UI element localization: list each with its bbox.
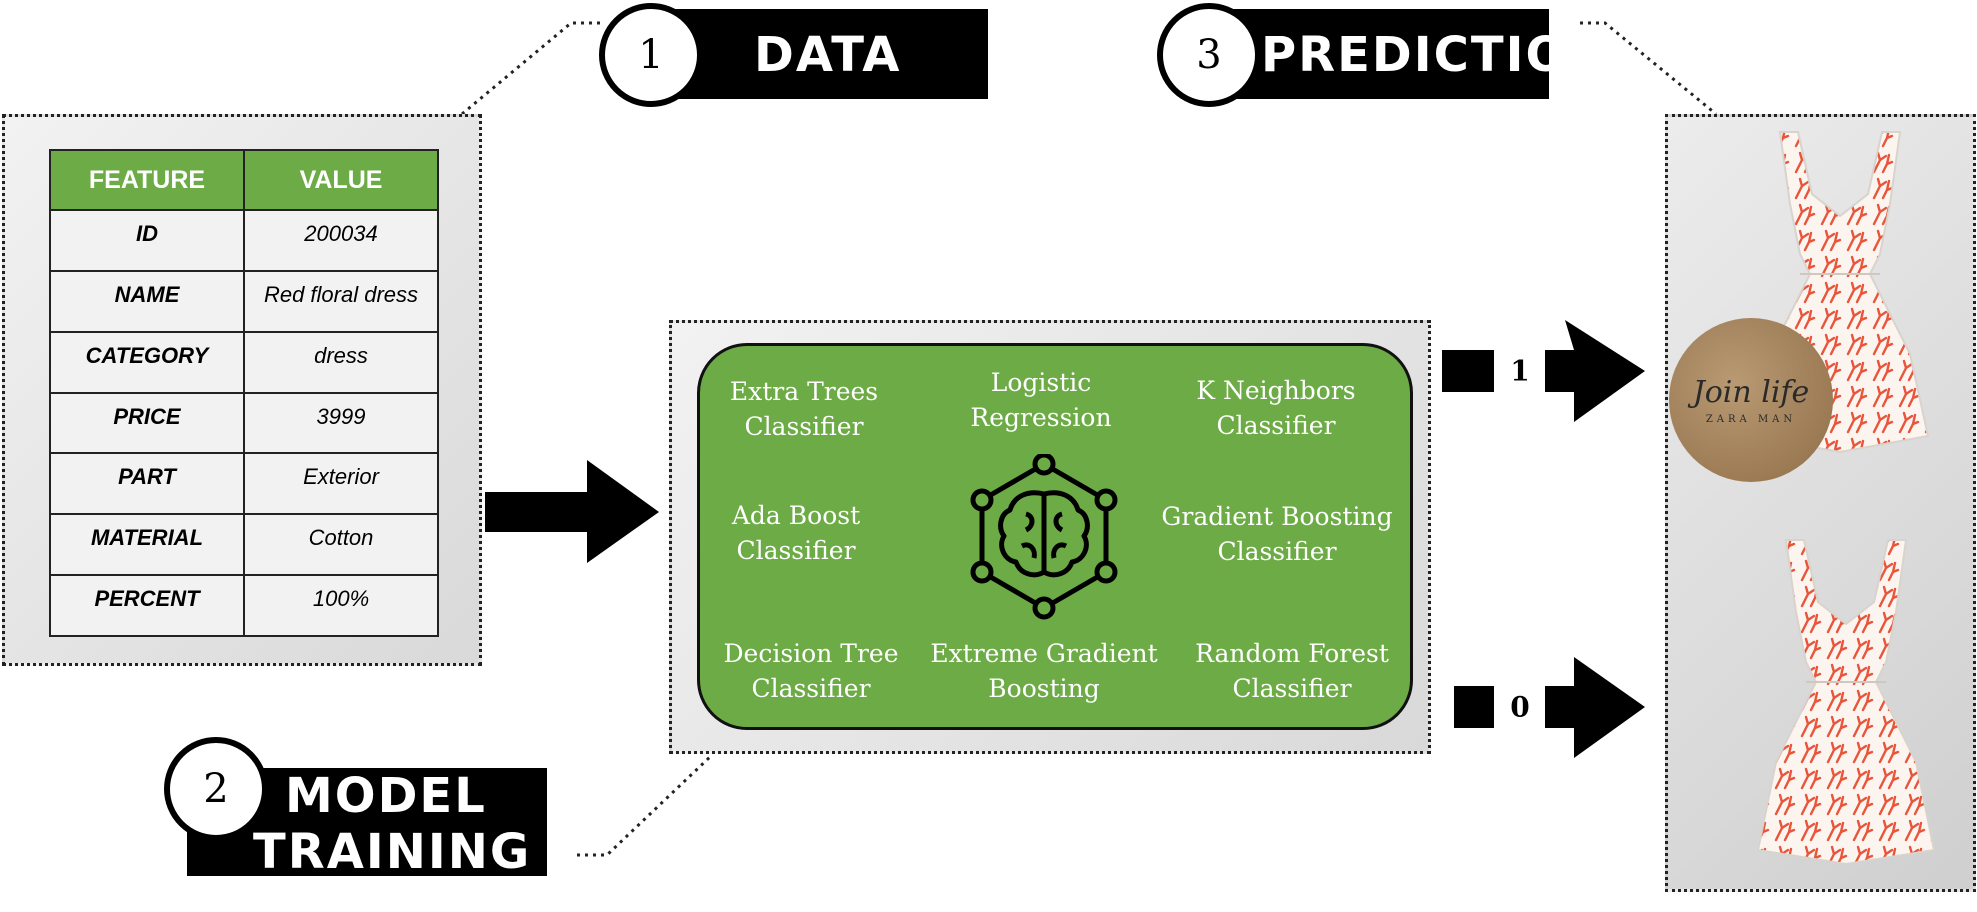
- classifier-line1: Gradient Boosting: [1161, 502, 1393, 531]
- classifier-line1: Ada Boost: [731, 501, 861, 530]
- prediction-arrowhead-0: [1545, 657, 1645, 758]
- classifier-ada-boost: Ada Boost Classifier: [732, 498, 860, 568]
- brain-network-icon: [970, 454, 1118, 620]
- classifier-line1: Decision Tree: [723, 639, 899, 668]
- model-box: Extra Trees Classifier Logistic Regressi…: [697, 343, 1413, 730]
- feature-cell: MATERIAL: [49, 513, 245, 577]
- feature-cell: NAME: [49, 269, 245, 333]
- classifier-line1: Logistic: [990, 368, 1092, 397]
- classifier-line1: K Neighbors: [1196, 376, 1356, 405]
- data-to-model-arrow: [485, 460, 659, 563]
- prediction-connector-line: [1580, 21, 1717, 116]
- header-value: VALUE: [243, 149, 439, 211]
- step-3-circle: 3: [1157, 3, 1261, 107]
- classifier-line2: Classifier: [744, 412, 864, 441]
- classifier-line2: Boosting: [988, 674, 1100, 703]
- step-2-circle: 2: [164, 737, 268, 841]
- step-2-number: 2: [203, 766, 229, 812]
- value-cell: 3999: [243, 391, 439, 455]
- join-life-tag: Join life ZARA MAN: [1669, 318, 1833, 482]
- step-2-label-line1: MODEL: [285, 768, 487, 824]
- classifier-gradient-boosting: Gradient Boosting Classifier: [1161, 499, 1392, 569]
- step-2-bar: MODEL TRAINING: [187, 768, 547, 880]
- training-connector-line: [577, 753, 714, 857]
- prediction-arrow-0: [1454, 686, 1494, 728]
- step-1-bar: DATA: [641, 9, 988, 99]
- classifier-line1: Extra Trees: [729, 377, 879, 406]
- classifier-random-forest: Random Forest Classifier: [1195, 636, 1389, 706]
- table-row: NAME Red floral dress: [49, 269, 439, 333]
- prediction-label-1: 1: [1510, 354, 1530, 388]
- feature-table: FEATURE VALUE ID 200034 NAME Red floral …: [49, 149, 439, 637]
- classifier-extra-trees: Extra Trees Classifier: [730, 374, 878, 444]
- classifier-line2: Classifier: [1232, 674, 1352, 703]
- value-cell: Red floral dress: [243, 269, 439, 333]
- prediction-arrow-1: [1442, 350, 1494, 392]
- classifier-k-neighbors: K Neighbors Classifier: [1196, 373, 1355, 443]
- classifier-line2: Classifier: [1216, 411, 1336, 440]
- classifier-logistic-regression: Logistic Regression: [970, 365, 1111, 435]
- classifier-decision-tree: Decision Tree Classifier: [724, 636, 899, 706]
- value-cell: Cotton: [243, 513, 439, 577]
- feature-cell: PRICE: [49, 391, 245, 455]
- step-2-label-line2: TRAINING: [253, 824, 532, 880]
- step-1-label: DATA: [754, 27, 902, 83]
- classifier-line2: Classifier: [1217, 537, 1337, 566]
- header-feature: FEATURE: [49, 149, 245, 211]
- dress-image-bottom: [1756, 539, 1936, 866]
- table-row: MATERIAL Cotton: [49, 513, 439, 577]
- value-cell: dress: [243, 330, 439, 394]
- table-row: PRICE 3999: [49, 391, 439, 455]
- table-row: PERCENT 100%: [49, 574, 439, 637]
- feature-table-header: FEATURE VALUE: [49, 149, 439, 211]
- value-cell: 200034: [243, 209, 439, 272]
- classifier-line2: Classifier: [736, 536, 856, 565]
- prediction-arrowhead-1: [1545, 320, 1645, 422]
- value-cell: Exterior: [243, 452, 439, 516]
- feature-cell: CATEGORY: [49, 330, 245, 394]
- classifier-extreme-gradient-boosting: Extreme Gradient Boosting: [930, 636, 1157, 706]
- classifier-line1: Random Forest: [1195, 639, 1389, 668]
- tag-brand-text: ZARA MAN: [1705, 414, 1797, 425]
- classifier-line1: Extreme Gradient: [930, 639, 1158, 668]
- table-row: CATEGORY dress: [49, 330, 439, 394]
- data-panel: FEATURE VALUE ID 200034 NAME Red floral …: [2, 114, 482, 666]
- feature-cell: PERCENT: [49, 574, 245, 637]
- data-connector-line: [461, 21, 600, 116]
- step-1-number: 1: [638, 32, 664, 78]
- step-3-label: PREDICTION: [1261, 27, 1611, 83]
- feature-cell: ID: [49, 209, 245, 272]
- tag-script-text: Join life: [1692, 375, 1810, 410]
- step-1-circle: 1: [599, 3, 703, 107]
- feature-cell: PART: [49, 452, 245, 516]
- step-3-number: 3: [1196, 32, 1222, 78]
- classifier-line2: Classifier: [751, 674, 871, 703]
- value-cell: 100%: [243, 574, 439, 637]
- table-row: ID 200034: [49, 209, 439, 272]
- prediction-label-0: 0: [1510, 690, 1530, 724]
- classifier-line2: Regression: [970, 403, 1112, 432]
- table-row: PART Exterior: [49, 452, 439, 516]
